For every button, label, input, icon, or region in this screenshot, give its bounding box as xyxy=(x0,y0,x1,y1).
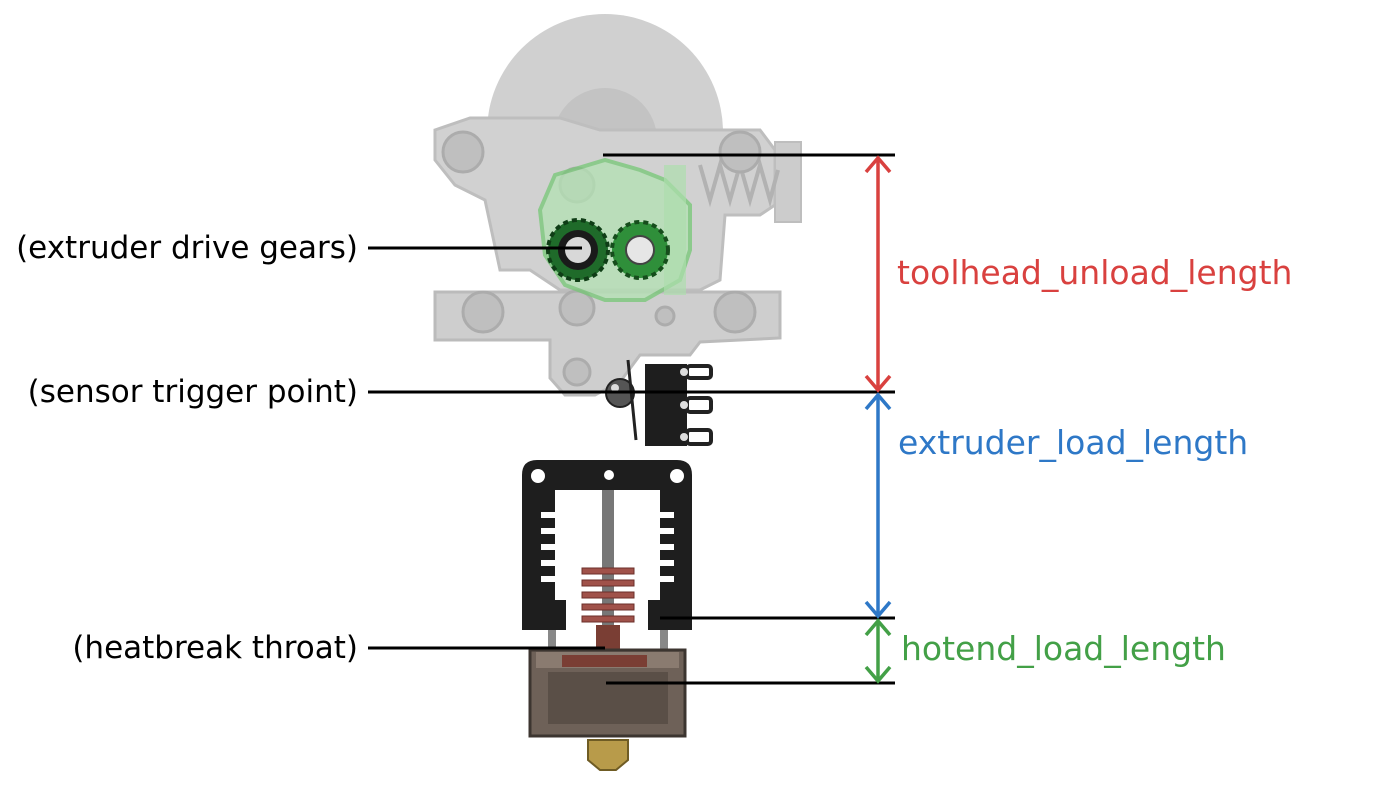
callout-label-heatbreak: (heatbreak throat) xyxy=(72,630,358,666)
dimension-hotend-load xyxy=(866,621,890,681)
dimension-label-toolhead-unload: toolhead_unload_length xyxy=(897,253,1292,292)
dimension-extruder-load xyxy=(866,395,890,616)
callout-label-drive-gears: (extruder drive gears) xyxy=(16,230,358,266)
nozzle-icon xyxy=(588,740,628,770)
extruder-assembly xyxy=(435,14,801,395)
filament-path xyxy=(664,165,686,295)
dimension-label-hotend-load: hotend_load_length xyxy=(901,629,1226,668)
callout-label-sensor-trigger: (sensor trigger point) xyxy=(28,374,358,410)
dimension-label-extruder-load: extruder_load_length xyxy=(898,423,1248,462)
dimension-toolhead-unload xyxy=(866,158,890,390)
hotend-assembly xyxy=(522,460,692,770)
